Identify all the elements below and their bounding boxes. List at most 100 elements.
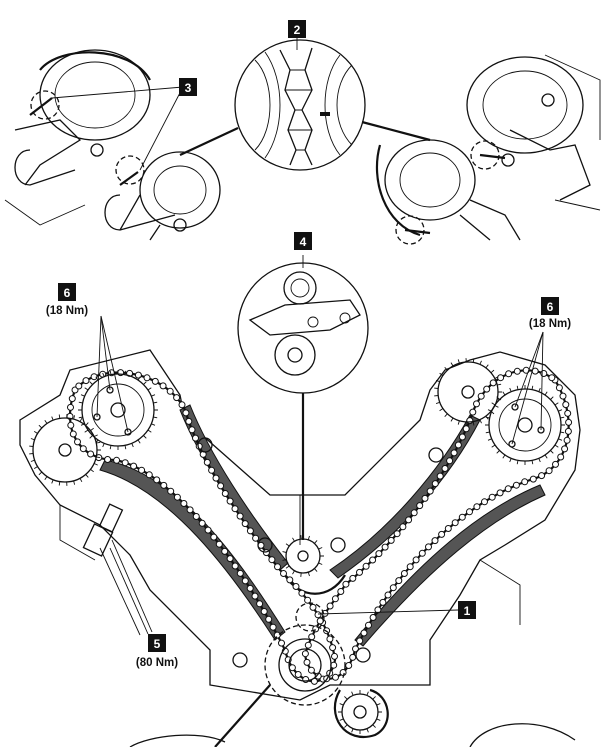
chain-link — [274, 563, 281, 571]
chain-link — [564, 427, 572, 435]
chain-link — [421, 494, 429, 502]
detail-2-dash-mark — [320, 112, 330, 116]
chain-link — [67, 421, 75, 429]
right-idler-gear — [434, 358, 502, 426]
svg-text:6: 6 — [547, 300, 554, 314]
chain-link — [356, 637, 364, 645]
chain-links — [66, 366, 573, 685]
chain-link — [451, 519, 459, 527]
right-cam-sprocket — [485, 385, 565, 465]
left-cam-sprocket — [78, 370, 158, 450]
chain-link — [182, 409, 190, 417]
gear-teeth — [434, 358, 502, 426]
chain-link — [260, 608, 268, 615]
right-fixed-guide — [329, 414, 481, 579]
chain-link — [405, 516, 413, 524]
chain-link — [342, 580, 350, 588]
callout-1: 1 — [458, 601, 476, 619]
left-cam-detail — [4, 49, 221, 241]
chain-link — [273, 631, 281, 639]
chain-link — [67, 403, 74, 411]
chain-link — [462, 425, 470, 433]
chain-link — [231, 562, 239, 570]
chain-link — [316, 617, 324, 625]
chain-link — [292, 583, 300, 590]
chain-link — [513, 367, 521, 375]
chain-link — [381, 543, 389, 551]
chain-link — [458, 433, 466, 441]
callout-leaders — [51, 38, 544, 635]
chain-link — [473, 400, 480, 408]
crank-sprocket — [264, 624, 346, 706]
chain-link — [450, 449, 458, 457]
chain-link — [104, 456, 112, 463]
chain-link — [416, 502, 424, 510]
chain-link — [548, 374, 556, 382]
chain-link — [329, 644, 337, 652]
chain-link — [241, 577, 249, 585]
chain-link — [538, 472, 546, 480]
chain-link — [399, 523, 407, 531]
chain-link — [488, 493, 496, 501]
chain-link — [90, 373, 98, 381]
chain-link — [564, 409, 572, 417]
chain-link — [393, 530, 401, 538]
chain-link — [326, 635, 334, 643]
chain-link — [562, 401, 570, 409]
chain-link — [192, 434, 199, 442]
chain-link — [236, 569, 244, 577]
chain-link — [192, 513, 200, 520]
callout-6-left: 6 (18 Nm) — [46, 283, 88, 317]
chain-link — [215, 540, 223, 548]
chain-link — [505, 370, 513, 378]
callout-6-right-torque: (18 Nm) — [529, 318, 571, 330]
chain-link — [252, 534, 260, 542]
svg-text:6: 6 — [64, 286, 71, 300]
chain-link — [332, 673, 339, 681]
chain-link — [444, 525, 452, 532]
chain-link — [504, 485, 512, 493]
chain-link — [559, 392, 567, 400]
chain-link — [79, 445, 87, 453]
chain-link — [286, 576, 294, 584]
chain-link — [400, 570, 408, 577]
chain-link — [441, 465, 449, 472]
chain-link — [217, 482, 225, 490]
chain-link — [545, 467, 553, 475]
chain-link — [143, 374, 151, 382]
chain-link — [446, 457, 454, 465]
detail-4-view — [237, 255, 369, 540]
callout-6-right: 6 (18 Nm) — [529, 297, 571, 330]
chain-link — [406, 563, 414, 571]
detail-1-mark-circle — [295, 602, 325, 632]
right-tensioner-guide — [354, 484, 546, 647]
detail-2-view: – — [179, 39, 431, 171]
chain-link — [303, 658, 311, 666]
chain-link — [82, 377, 90, 385]
chain-link — [236, 512, 244, 520]
chain-link — [221, 547, 229, 555]
right-cam-detail — [375, 54, 601, 245]
chain-link — [113, 456, 121, 464]
chain-link — [481, 498, 488, 506]
chain-link — [226, 497, 234, 505]
left-tensioner-guide — [99, 459, 286, 641]
callout-4: 4 — [294, 232, 312, 250]
chain-link — [130, 462, 138, 470]
center-idler-sprocket — [282, 535, 324, 577]
chain-link — [360, 629, 368, 637]
chain-link — [425, 543, 432, 551]
chain-link — [304, 596, 312, 604]
chain-link — [226, 555, 234, 563]
gear-teeth — [78, 370, 158, 450]
chain-link — [256, 600, 264, 608]
chain-link — [74, 438, 81, 446]
chain-link — [483, 385, 491, 393]
chain-link — [362, 562, 370, 570]
callout-5-torque: (80 Nm) — [136, 657, 178, 669]
bottom-partial-views — [129, 602, 576, 747]
chain-link — [138, 466, 146, 474]
chain-link — [304, 641, 312, 649]
chain-link — [208, 466, 216, 474]
